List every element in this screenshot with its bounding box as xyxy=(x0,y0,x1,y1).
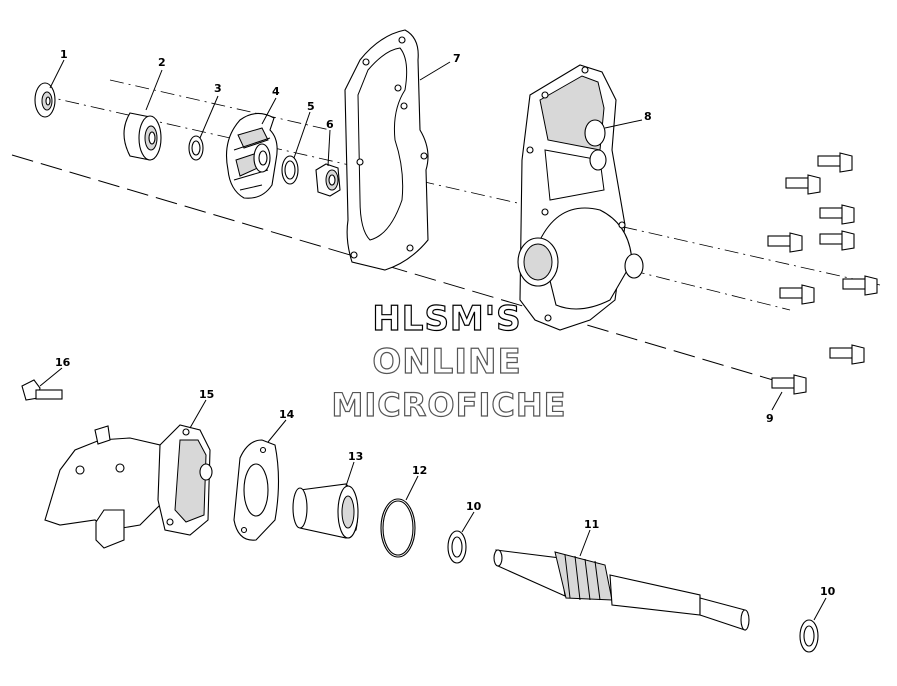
callout-14: 14 xyxy=(279,408,295,421)
part-10-washer-b xyxy=(799,619,819,653)
bolt xyxy=(842,275,878,296)
callout-12: 12 xyxy=(412,464,427,477)
callout-15: 15 xyxy=(199,388,214,401)
part-11-shaft xyxy=(493,549,750,631)
bolt xyxy=(779,284,815,305)
callout-4: 4 xyxy=(272,85,280,98)
part-16-bolt xyxy=(21,379,63,401)
watermark-line-2: ONLINE xyxy=(372,342,521,382)
callout-8: 8 xyxy=(644,110,652,123)
bolt xyxy=(819,204,855,225)
bolt xyxy=(819,230,855,251)
part-7-gasket xyxy=(344,29,429,271)
part-2-bearing xyxy=(123,112,162,161)
callout-2: 2 xyxy=(158,56,166,69)
center-lines xyxy=(11,79,881,386)
callout-7: 7 xyxy=(453,52,461,65)
callout-13: 13 xyxy=(348,450,363,463)
part-6-nut xyxy=(315,163,341,197)
part-14-gasket xyxy=(233,439,280,541)
leader-lines xyxy=(39,59,827,621)
part-12-o-ring xyxy=(380,498,416,558)
bolt xyxy=(771,374,807,395)
part-8-pump-housing xyxy=(517,64,644,331)
part-9-bolts xyxy=(767,152,878,395)
bolt xyxy=(767,232,803,253)
callout-5: 5 xyxy=(307,100,315,113)
callout-3: 3 xyxy=(214,82,222,95)
part-4-impeller xyxy=(225,112,278,199)
part-13-sleeve xyxy=(292,483,359,539)
callout-10a: 10 xyxy=(466,500,482,513)
part-15-pump-assembly xyxy=(44,424,213,549)
part-5-o-ring xyxy=(281,155,299,185)
watermark-line-3: MICROFICHE xyxy=(332,386,567,424)
callout-10b: 10 xyxy=(820,585,836,598)
callout-1: 1 xyxy=(60,48,68,61)
bolt xyxy=(785,174,821,195)
bolt xyxy=(829,344,865,365)
callout-11: 11 xyxy=(584,518,599,531)
callout-16: 16 xyxy=(55,356,71,369)
callout-labels: 1 2 3 4 5 6 7 8 9 10 10 11 12 13 14 15 1… xyxy=(55,48,836,598)
part-3-washer xyxy=(188,135,204,161)
callout-6: 6 xyxy=(326,118,334,131)
watermark-line-1: HLSM'S xyxy=(372,299,521,339)
bolt xyxy=(817,152,853,173)
callout-9: 9 xyxy=(766,412,774,425)
watermark: HLSM'S ONLINE MICROFICHE xyxy=(331,298,567,424)
part-1-seal xyxy=(34,82,56,118)
part-10-washer-a xyxy=(447,530,467,564)
